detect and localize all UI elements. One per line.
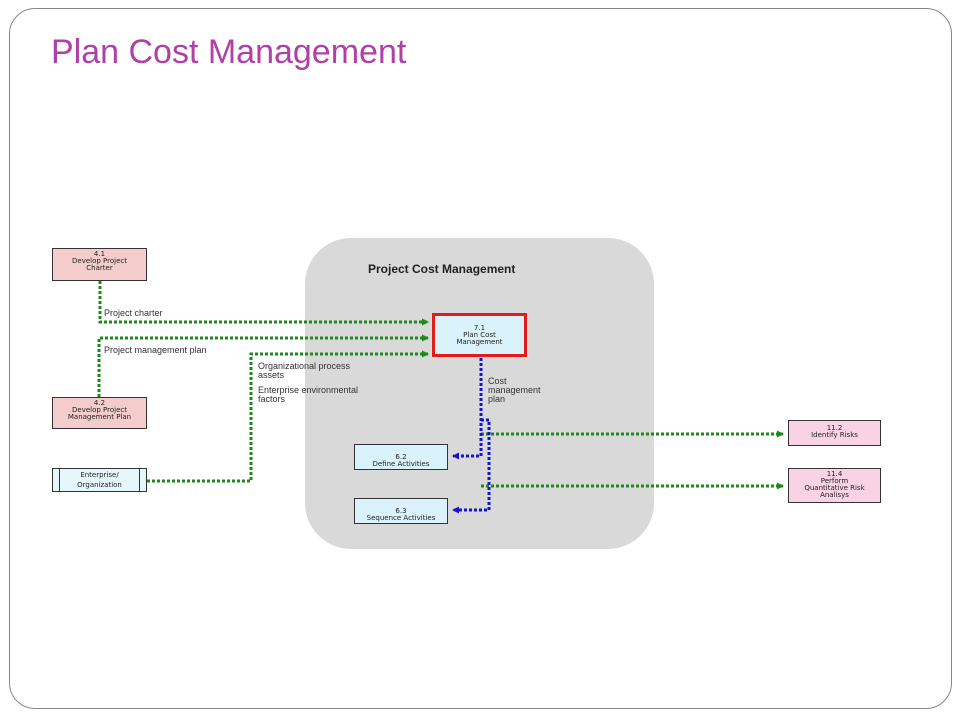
process-name-line1: Develop Project <box>72 257 127 265</box>
arrow-charter-to-plan <box>98 281 429 326</box>
entity-name-line2: Organization <box>77 481 122 489</box>
group-title: Project Cost Management <box>368 262 516 276</box>
process-name-line2: Charter <box>86 264 113 272</box>
process-number: 11.2 <box>826 424 843 432</box>
process-name-line1: Identify Risks <box>811 431 858 439</box>
process-name-line1: Perform <box>820 477 849 485</box>
label-org-assets-line1: Organizational process <box>258 361 351 371</box>
process-number: 6.2 <box>395 453 407 461</box>
label-cost-plan-line3: plan <box>488 394 506 404</box>
right-divider <box>139 469 140 491</box>
page-title: Plan Cost Management <box>51 33 407 71</box>
process-name-line3: Analisys <box>820 491 849 499</box>
process-6-2-define-activities: 6.2 Define Activities <box>354 444 448 470</box>
enterprise-organization-box: Enterprise/ Organization <box>52 468 147 492</box>
label-env-factors-line1: Enterprise environmental <box>258 385 359 395</box>
process-number: 4.2 <box>93 399 106 407</box>
process-number: 7.1 <box>473 323 486 332</box>
process-4-1-develop-project-charter: 4.1 Develop Project Charter <box>52 248 147 281</box>
label-env-factors-line2: factors <box>258 394 286 404</box>
process-name-line1: Develop Project <box>72 406 127 414</box>
process-4-2-develop-pm-plan: 4.2 Develop Project Management Plan <box>52 397 147 429</box>
entity-name-line1: Enterprise/ <box>80 471 119 479</box>
process-name-line2: Quantitative Risk <box>804 484 865 492</box>
label-org-assets-line2: assets <box>258 370 285 380</box>
process-name-line1: Plan Cost <box>463 330 496 339</box>
left-divider <box>59 469 60 491</box>
process-number: 4.1 <box>93 250 106 258</box>
process-6-3-sequence-activities: 6.3 Sequence Activities <box>354 498 448 524</box>
process-name-line1: Sequence Activities <box>366 514 436 522</box>
label-pm-plan: Project management plan <box>104 345 207 355</box>
arrow-enterprise-to-plan <box>147 350 429 483</box>
process-11-4-quantitative-risk-analysis: 11.4 Perform Quantitative Risk Analisys <box>788 468 881 503</box>
process-name-line1: Define Activities <box>372 460 430 468</box>
label-project-charter: Project charter <box>104 308 163 318</box>
arrow-plan-to-sequence-activities <box>452 418 491 514</box>
arrow-plan-to-define-activities <box>452 358 483 460</box>
label-cost-plan-line2: management <box>488 385 541 395</box>
process-number: 6.3 <box>395 507 407 515</box>
process-name-line2: Management Plan <box>67 413 132 421</box>
process-11-2-identify-risks: 11.2 Identify Risks <box>788 420 881 446</box>
process-7-1-plan-cost-management: 7.1 Plan Cost Management <box>432 313 527 357</box>
label-cost-plan-line1: Cost <box>488 376 507 386</box>
process-name-line2: Management <box>456 337 503 346</box>
process-number: 11.4 <box>826 470 843 478</box>
